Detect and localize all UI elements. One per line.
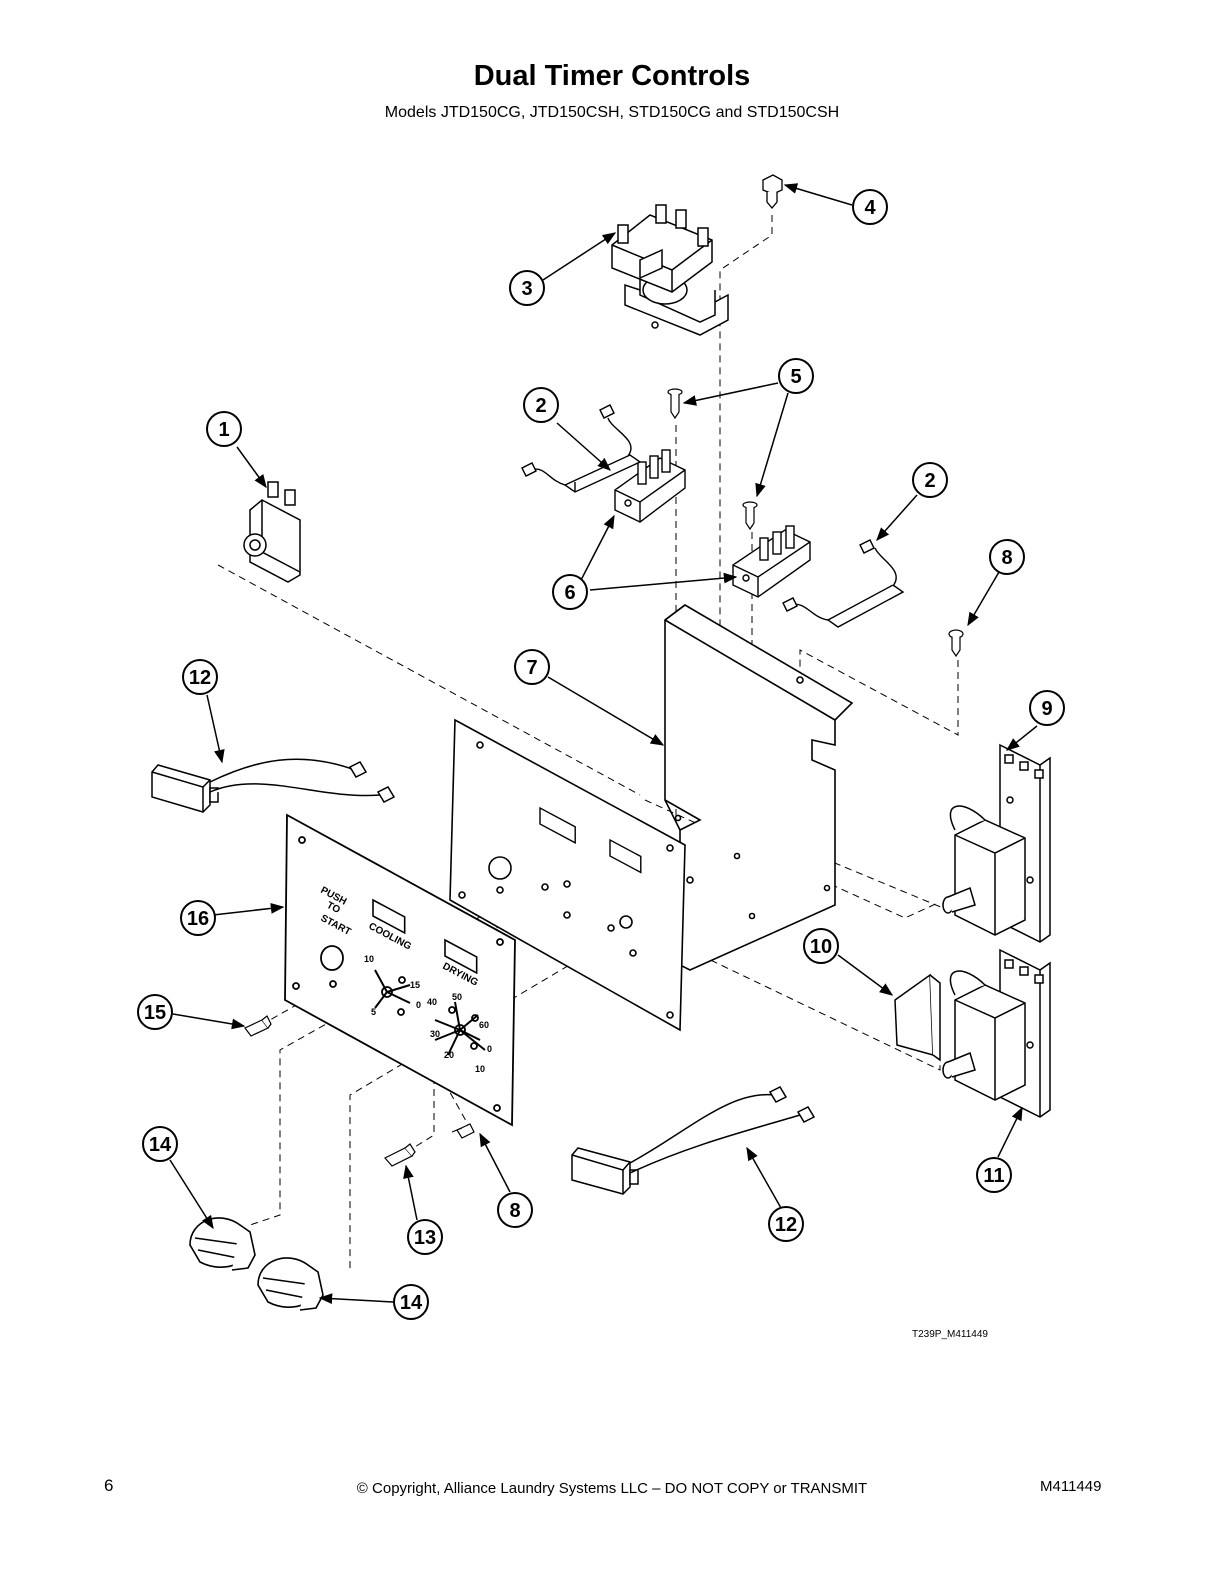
mounting-bracket-part-7 — [664, 604, 854, 971]
callout-12b — [768, 1206, 804, 1242]
drying-dial-mark: 40 — [427, 997, 437, 1007]
knob-part-14 — [189, 1217, 324, 1311]
suppressor-part-2 — [521, 404, 905, 628]
callout-12 — [182, 659, 218, 695]
insulator-part-10 — [894, 973, 941, 1062]
assembly-guide-lines — [217, 215, 961, 1270]
page-number: 6 — [104, 1476, 114, 1495]
drying-dial-mark: 50 — [452, 992, 462, 1002]
drying-dial-mark: 10 — [475, 1064, 485, 1074]
callout-label: 12 — [189, 667, 211, 689]
callout-6 — [552, 574, 588, 610]
callout-14b — [393, 1284, 429, 1320]
document-number: M411449 — [1040, 1478, 1102, 1495]
callout-label: 9 — [1041, 698, 1052, 720]
callouts — [137, 189, 1065, 1320]
callout-8b — [497, 1192, 533, 1228]
callout-label: 3 — [521, 278, 532, 300]
callout-numbers: 4 3 5 2 1 2 8 6 7 12 9 16 10 15 14 11 8 … — [144, 197, 1053, 1314]
callout-label: 7 — [526, 657, 537, 679]
callout-label: 14 — [400, 1292, 423, 1314]
cooling-dial-mark: 0 — [416, 1000, 421, 1010]
callout-16 — [180, 900, 216, 936]
screw-part-8 — [451, 629, 964, 1139]
callout-leaders — [169, 183, 1038, 1305]
cooling-dial-mark: 5 — [371, 1007, 376, 1017]
callout-15 — [137, 994, 173, 1030]
drying-dial-mark: 20 — [444, 1050, 454, 1060]
callout-13 — [407, 1219, 443, 1255]
timer-part-9 — [942, 743, 1051, 943]
mounting-panel — [449, 718, 694, 1032]
callout-8 — [989, 539, 1025, 575]
copyright-notice: © Copyright, Alliance Laundry Systems LL… — [356, 1480, 868, 1497]
switch-part-1 — [243, 481, 301, 583]
callout-1 — [206, 411, 242, 447]
callout-7 — [514, 649, 550, 685]
callout-2 — [523, 387, 559, 423]
callout-2b — [912, 462, 948, 498]
callout-9 — [1029, 690, 1065, 726]
screw-part-15 — [244, 1015, 272, 1037]
callout-label: 12 — [775, 1214, 797, 1236]
drying-dial-mark: 0 — [487, 1044, 492, 1054]
callout-label: 2 — [924, 470, 935, 492]
callout-label: 2 — [535, 395, 546, 417]
callout-label: 11 — [983, 1165, 1004, 1187]
panel-dial-ticks — [374, 969, 486, 1056]
screw-part-4 — [762, 174, 783, 210]
cooling-dial-mark: 10 — [364, 954, 374, 964]
callout-label: 10 — [810, 936, 832, 958]
drying-dial-mark: 60 — [479, 1020, 489, 1030]
drying-dial-mark: 30 — [430, 1029, 440, 1039]
callout-14 — [142, 1126, 178, 1162]
screw-part-5 — [667, 388, 758, 531]
callout-label: 8 — [509, 1200, 520, 1222]
timer-part-11 — [942, 948, 1051, 1118]
callout-label: 6 — [564, 582, 575, 604]
indicator-light-part-12 — [151, 758, 816, 1195]
callout-label: 13 — [414, 1227, 436, 1249]
callout-4 — [852, 189, 888, 225]
callout-label: 1 — [218, 419, 229, 441]
callout-5 — [778, 358, 814, 394]
callout-label: 16 — [187, 908, 209, 930]
callout-label: 8 — [1001, 547, 1012, 569]
page-title: Dual Timer Controls — [473, 60, 751, 92]
cooling-dial-mark: 15 — [410, 980, 420, 990]
models-subtitle: Models JTD150CG, JTD150CSH, STD150CG and… — [384, 104, 840, 121]
screw-part-13 — [384, 1143, 416, 1167]
figure-code: T239P_M411449 — [912, 1329, 988, 1340]
callout-3 — [509, 270, 545, 306]
callout-10 — [803, 928, 839, 964]
callout-label: 14 — [149, 1134, 172, 1156]
relay-part-3 — [611, 204, 729, 336]
callout-label: 5 — [790, 366, 801, 388]
terminal-block-part-6 — [614, 449, 811, 598]
callout-label: 4 — [864, 197, 876, 219]
callout-11 — [976, 1157, 1012, 1193]
callout-label: 15 — [144, 1002, 166, 1024]
